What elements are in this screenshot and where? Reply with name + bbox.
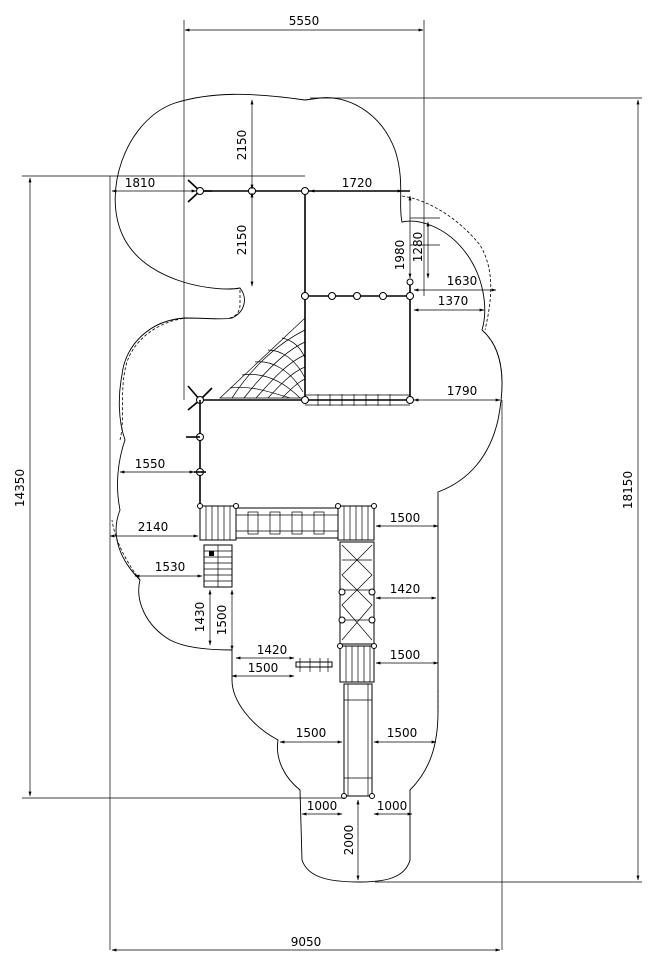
dim-left-top: 1810	[125, 176, 156, 190]
dim-slide-left: 1500	[296, 726, 327, 740]
dim-bench-left2: 1500	[248, 661, 279, 675]
play-structure	[186, 179, 414, 799]
dim-stair-h2: 1500	[215, 605, 229, 636]
dim-stair-left: 1530	[155, 560, 186, 574]
dim-right-vert-inner: 1280	[411, 232, 425, 263]
dim-structure-height: 14350	[13, 469, 27, 507]
dim-overall-width: 9050	[291, 935, 322, 949]
dim-right-top: 1720	[342, 176, 373, 190]
dim-top-upper: 2150	[235, 130, 249, 161]
climbing-net	[219, 317, 306, 399]
dim-exit-depth: 2000	[342, 825, 356, 856]
extension-lines	[22, 20, 642, 950]
dim-exit-left: 1000	[307, 799, 338, 813]
dim-stair-h1: 1430	[193, 602, 207, 633]
dim-ladder-right: 1420	[390, 582, 421, 596]
dim-net-right: 1790	[447, 384, 478, 398]
dim-bench-left1: 1420	[257, 643, 288, 657]
safety-zone-outline	[111, 93, 503, 883]
dim-right-offset-outer: 1630	[447, 274, 478, 288]
dim-right-vert-outer: 1980	[393, 240, 407, 271]
dim-deck-right: 1500	[390, 511, 421, 525]
dim-top-width: 5550	[289, 14, 320, 28]
dimension-labels: 5550 2150 2150 1810 1720 1980 1280 1630 …	[13, 14, 635, 949]
dim-right-offset-inner: 1370	[438, 294, 469, 308]
dim-left-deck: 2140	[138, 520, 169, 534]
dim-slide-right: 1500	[387, 726, 418, 740]
dim-top-lower: 2150	[235, 225, 249, 256]
dim-overall-height: 18150	[621, 471, 635, 509]
dim-left-mid: 1550	[135, 457, 166, 471]
dim-slide-deck-right: 1500	[390, 648, 421, 662]
dim-exit-right: 1000	[377, 799, 408, 813]
dimension-lines	[28, 28, 640, 952]
